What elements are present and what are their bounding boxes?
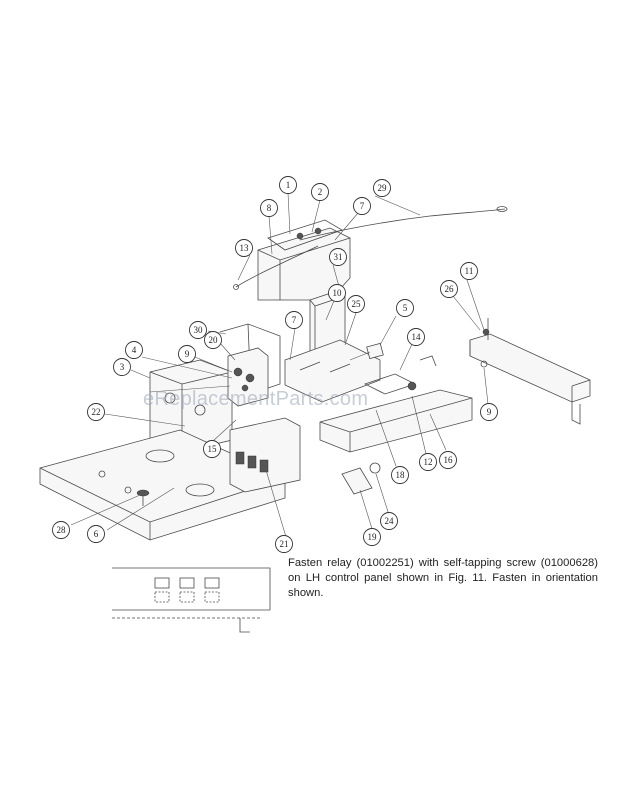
svg-text:29: 29: [378, 183, 388, 193]
cable-29: [299, 206, 508, 241]
callout-22: 22: [87, 403, 105, 421]
callout-18: 18: [391, 466, 409, 484]
svg-text:24: 24: [385, 516, 395, 526]
svg-text:18: 18: [396, 470, 406, 480]
lever-19: [341, 462, 381, 495]
callout-9b: 9: [480, 403, 498, 421]
svg-text:21: 21: [280, 539, 289, 549]
callout-3: 3: [113, 358, 131, 376]
svg-text:28: 28: [57, 525, 67, 535]
svg-text:19: 19: [368, 532, 378, 542]
svg-text:9: 9: [185, 349, 190, 359]
relay-plate: [229, 417, 301, 493]
callout-6: 6: [87, 525, 105, 543]
svg-text:10: 10: [333, 288, 343, 298]
svg-text:8: 8: [267, 203, 272, 213]
callout-8: 8: [260, 199, 278, 217]
svg-text:22: 22: [92, 407, 101, 417]
callout-21: 21: [275, 535, 293, 553]
svg-text:12: 12: [424, 457, 433, 467]
svg-text:20: 20: [209, 335, 219, 345]
svg-text:9: 9: [487, 407, 492, 417]
lever-assembly: [319, 355, 473, 453]
callout-26: 26: [440, 280, 458, 298]
callout-10: 10: [328, 284, 346, 302]
svg-text:31: 31: [334, 252, 343, 262]
callout-30: 30: [189, 321, 207, 339]
callout-28: 28: [52, 521, 70, 539]
svg-text:16: 16: [444, 455, 454, 465]
callout-5: 5: [396, 299, 414, 317]
callout-15: 15: [203, 440, 221, 458]
callout-31: 31: [329, 248, 347, 266]
svg-text:2: 2: [318, 187, 323, 197]
callout-13: 13: [235, 239, 253, 257]
center-plate: [284, 339, 381, 403]
svg-text:6: 6: [94, 529, 99, 539]
assembly-note: Fasten relay (01002251) with self-tappin…: [288, 557, 598, 599]
callout-4: 4: [125, 341, 143, 359]
switch-5: [349, 342, 384, 361]
svg-text:15: 15: [208, 444, 218, 454]
svg-text:30: 30: [194, 325, 204, 335]
callout-14: 14: [407, 328, 425, 346]
base-panel: [39, 429, 286, 541]
svg-text:1: 1: [286, 180, 291, 190]
callout-11: 11: [460, 262, 478, 280]
callout-24: 24: [380, 512, 398, 530]
callout-16: 16: [439, 451, 457, 469]
svg-text:5: 5: [403, 303, 408, 313]
svg-text:7: 7: [292, 315, 297, 325]
callout-29: 29: [373, 179, 391, 197]
callout-7b: 7: [285, 311, 303, 329]
right-bracket: [469, 318, 591, 425]
svg-text:13: 13: [240, 243, 250, 253]
screw-28: [136, 489, 150, 506]
callout-19: 19: [363, 528, 381, 546]
control-housing: [149, 359, 233, 453]
inset-relay-panel: [112, 567, 271, 633]
svg-text:3: 3: [120, 362, 125, 372]
callout-12: 12: [419, 453, 437, 471]
svg-text:14: 14: [412, 332, 422, 342]
switch-block: [149, 347, 269, 407]
cable-13: [233, 245, 319, 290]
svg-text:26: 26: [445, 284, 455, 294]
callout-2: 2: [311, 183, 329, 201]
callout-20: 20: [204, 331, 222, 349]
svg-text:4: 4: [132, 345, 137, 355]
callout-9: 9: [178, 345, 196, 363]
svg-text:11: 11: [465, 266, 474, 276]
svg-text:7: 7: [360, 201, 365, 211]
callout-1: 1: [279, 176, 297, 194]
callout-25: 25: [347, 295, 365, 313]
svg-text:25: 25: [352, 299, 362, 309]
callout-7: 7: [353, 197, 371, 215]
